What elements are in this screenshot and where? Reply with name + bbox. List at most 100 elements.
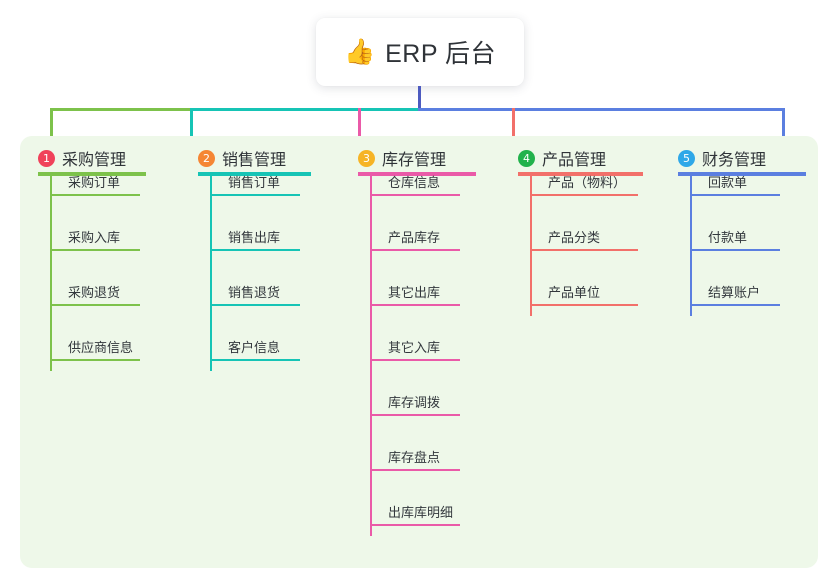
leaf-item-label: 付款单 <box>708 230 748 245</box>
branch-underline-4 <box>518 172 643 176</box>
leaf-item-label: 采购退货 <box>68 285 121 300</box>
root-node-title: ERP 后台 <box>385 40 497 68</box>
leaf-item-rule <box>370 359 460 361</box>
leaf-item[interactable]: 产品（物料） <box>530 170 638 196</box>
leaf-item-label: 采购订单 <box>68 175 121 190</box>
leaf-item-rule <box>50 304 140 306</box>
leaf-item-label: 供应商信息 <box>68 340 134 355</box>
leaf-item[interactable]: 销售订单 <box>210 170 300 196</box>
leaf-item-rule <box>530 249 638 251</box>
branch-drop-4 <box>512 108 515 150</box>
leaf-item-label: 采购入库 <box>68 230 121 245</box>
leaf-item-rule <box>370 469 460 471</box>
branch-drop-5 <box>782 108 785 150</box>
leaf-item-rule <box>690 249 780 251</box>
leaf-item[interactable]: 库存调拨 <box>370 390 460 416</box>
leaf-item-label: 客户信息 <box>228 340 281 355</box>
leaf-item-label: 产品分类 <box>548 230 601 245</box>
leaf-item-label: 产品库存 <box>388 230 441 245</box>
leaf-item-label: 其它出库 <box>388 285 441 300</box>
leaf-item-label: 仓库信息 <box>388 175 441 190</box>
leaf-item-label: 库存盘点 <box>388 450 441 465</box>
branch-badge-4: 4 <box>518 149 535 167</box>
leaf-item[interactable]: 产品分类 <box>530 225 638 251</box>
leaf-item-rule <box>370 524 460 526</box>
leaf-item-rule <box>370 414 460 416</box>
leaf-item-label: 产品单位 <box>548 285 601 300</box>
branch-badge-5: 5 <box>678 149 695 167</box>
leaf-item-label: 其它入库 <box>388 340 441 355</box>
root-stem-connector <box>418 86 421 109</box>
leaf-item[interactable]: 仓库信息 <box>370 170 460 196</box>
branch-header-5[interactable]: 5 财务管理 <box>678 146 766 170</box>
leaf-item[interactable]: 库存盘点 <box>370 445 460 471</box>
leaf-item[interactable]: 回款单 <box>690 170 780 196</box>
leaf-item-rule <box>690 194 780 196</box>
leaf-item[interactable]: 其它出库 <box>370 280 460 306</box>
leaf-item-rule <box>690 304 780 306</box>
leaf-item-label: 销售订单 <box>228 175 281 190</box>
leaf-item-label: 回款单 <box>708 175 748 190</box>
trunk-segment-3 <box>418 108 785 111</box>
branches-panel: 1 采购管理采购订单采购入库采购退货供应商信息 2 销售管理销售订单销售出库销售退货客… <box>20 136 818 568</box>
trunk-segment-1 <box>50 108 193 111</box>
branch-badge-1: 1 <box>38 149 55 167</box>
leaf-item[interactable]: 采购订单 <box>50 170 140 196</box>
branch-title-5: 财务管理 <box>702 152 767 169</box>
leaf-item-rule <box>50 194 140 196</box>
branch-header-2[interactable]: 2 销售管理 <box>198 146 286 170</box>
branch-spine-1 <box>50 176 52 371</box>
branch-title-1: 采购管理 <box>62 152 127 169</box>
leaf-item-label: 销售出库 <box>228 230 281 245</box>
branch-title-2: 销售管理 <box>222 152 287 169</box>
leaf-item-rule <box>210 359 300 361</box>
leaf-item[interactable]: 客户信息 <box>210 335 300 361</box>
leaf-item[interactable]: 供应商信息 <box>50 335 140 361</box>
leaf-item-label: 结算账户 <box>708 285 761 300</box>
leaf-item-rule <box>530 304 638 306</box>
root-node[interactable]: 👍 ERP 后台 <box>316 18 524 86</box>
branch-spine-3 <box>370 176 372 536</box>
branch-title-3: 库存管理 <box>382 152 447 169</box>
branch-underline-2 <box>198 172 311 176</box>
leaf-item-rule <box>370 194 460 196</box>
leaf-item-rule <box>50 249 140 251</box>
branch-underline-3 <box>358 172 476 176</box>
branch-underline-1 <box>38 172 146 176</box>
leaf-item[interactable]: 采购入库 <box>50 225 140 251</box>
leaf-item-rule <box>210 304 300 306</box>
branch-spine-5 <box>690 176 692 316</box>
leaf-item-rule <box>210 249 300 251</box>
branch-drop-3 <box>358 108 361 150</box>
trunk-segment-2 <box>190 108 421 111</box>
leaf-item[interactable]: 产品单位 <box>530 280 638 306</box>
leaf-item-rule <box>210 194 300 196</box>
leaf-item[interactable]: 销售出库 <box>210 225 300 251</box>
leaf-item[interactable]: 出库库明细 <box>370 500 460 526</box>
leaf-item-label: 产品（物料） <box>548 175 627 190</box>
leaf-item[interactable]: 结算账户 <box>690 280 780 306</box>
branch-header-1[interactable]: 1 采购管理 <box>38 146 126 170</box>
leaf-item[interactable]: 销售退货 <box>210 280 300 306</box>
branch-header-3[interactable]: 3 库存管理 <box>358 146 446 170</box>
leaf-item-label: 销售退货 <box>228 285 281 300</box>
branch-spine-2 <box>210 176 212 371</box>
leaf-item[interactable]: 产品库存 <box>370 225 460 251</box>
leaf-item[interactable]: 其它入库 <box>370 335 460 361</box>
thumbs-up-icon: 👍 <box>343 37 376 66</box>
branch-badge-2: 2 <box>198 149 215 167</box>
branch-spine-4 <box>530 176 532 316</box>
leaf-item-rule <box>370 249 460 251</box>
leaf-item-rule <box>370 304 460 306</box>
branch-drop-2 <box>190 108 193 150</box>
branch-badge-3: 3 <box>358 149 375 167</box>
leaf-item-label: 出库库明细 <box>388 505 454 520</box>
leaf-item[interactable]: 采购退货 <box>50 280 140 306</box>
leaf-item[interactable]: 付款单 <box>690 225 780 251</box>
branch-underline-5 <box>678 172 806 176</box>
leaf-item-rule <box>50 359 140 361</box>
leaf-item-rule <box>530 194 638 196</box>
branch-drop-1 <box>50 108 53 150</box>
